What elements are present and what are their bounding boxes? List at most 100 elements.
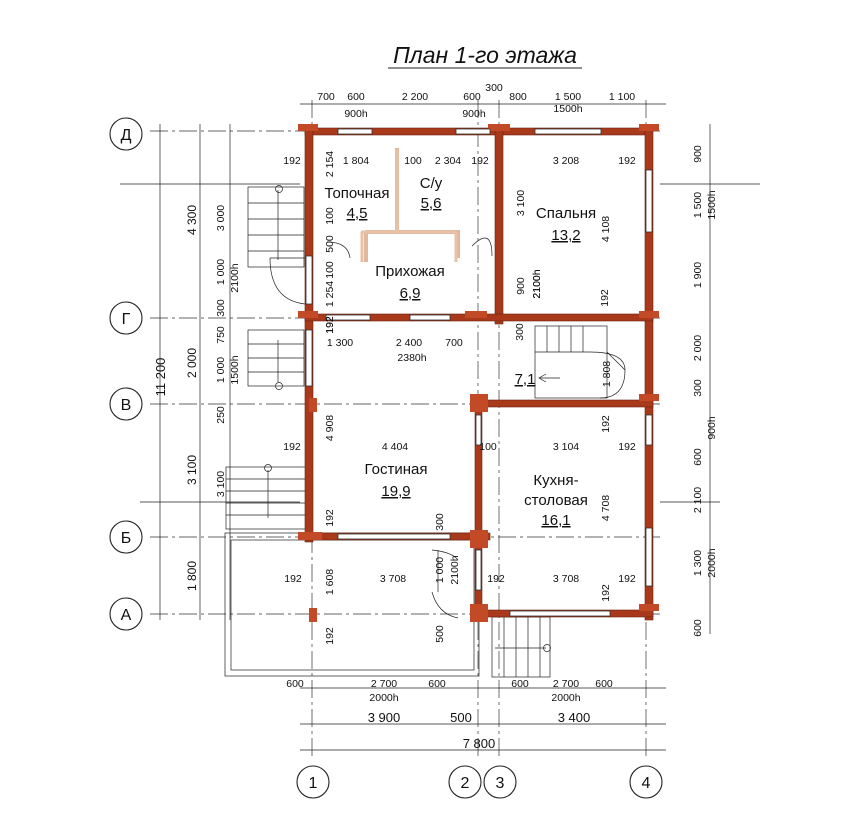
room-area-stairwell: 7,1 — [515, 371, 536, 388]
interior-dimension-label: 700 — [445, 337, 463, 349]
interior-dimension-label: 100 — [324, 261, 336, 279]
room-area-living: 19,9 — [381, 483, 410, 500]
room-area-kitchen: 16,1 — [541, 512, 570, 529]
svg-text:1 300: 1 300 — [692, 550, 704, 576]
top-dimensions: 700 600 2 200 600 300 800 1 500 1 100 90… — [317, 82, 635, 120]
svg-text:900h: 900h — [344, 108, 368, 120]
svg-text:2 000: 2 000 — [692, 335, 704, 361]
svg-text:600: 600 — [347, 91, 365, 103]
plan-title: План 1-го этажа — [393, 42, 577, 68]
room-name-bedroom: Спальня — [536, 205, 596, 222]
interior-dimension-label: 3 208 — [553, 155, 579, 167]
room-name-kitchen-2: столовая — [524, 492, 588, 509]
svg-text:1 900: 1 900 — [692, 262, 704, 288]
axis-row-v: В — [121, 397, 132, 414]
interior-dimension-label: 300 — [514, 323, 526, 341]
left-dimensions: 11 200 4 300 2 000 3 100 1 800 3 000 1 0… — [153, 205, 241, 591]
windows — [305, 128, 653, 617]
svg-text:1 500: 1 500 — [555, 91, 581, 103]
axis-row-b: Б — [121, 530, 132, 547]
interior-staircase — [534, 325, 626, 399]
svg-text:3 400: 3 400 — [558, 710, 591, 725]
svg-text:1 100: 1 100 — [609, 91, 635, 103]
svg-text:300: 300 — [215, 299, 227, 317]
room-labels: Топочная 4,5 С/у 5,6 Спальня 13,2 Прихож… — [324, 175, 596, 529]
interior-dimension-label: 192 — [324, 627, 336, 645]
interior-dimension-label: 192 — [284, 573, 302, 585]
interior-dimension-label: 192 — [324, 316, 336, 334]
svg-text:2 700: 2 700 — [371, 678, 397, 690]
bathroom-partitions — [360, 148, 460, 262]
svg-text:2 100: 2 100 — [692, 487, 704, 513]
room-name-kitchen-1: Кухня- — [533, 472, 578, 489]
bottom-dimensions: 600 2 700 600 600 2 700 600 2000h 2000h … — [286, 678, 613, 751]
porch-stairs — [225, 185, 551, 678]
interior-dimension-label: 2100h — [449, 555, 461, 584]
axis-col-1: 1 — [309, 775, 318, 792]
interior-dimension-label: 4 708 — [600, 495, 612, 521]
interior-dimension-label: 192 — [283, 441, 301, 453]
svg-text:1 000: 1 000 — [215, 259, 227, 285]
door-swings — [269, 237, 500, 619]
interior-dimension-label: 300 — [434, 513, 446, 531]
interior-dimension-label: 4 108 — [600, 216, 612, 242]
room-area-wc: 5,6 — [421, 195, 442, 212]
svg-text:700: 700 — [317, 91, 335, 103]
room-area-bedroom: 13,2 — [551, 227, 580, 244]
axis-col-3: 3 — [496, 775, 505, 792]
interior-dimension-label: 192 — [487, 573, 505, 585]
interior-dimension-label: 2100h — [531, 269, 543, 298]
axis-col-2: 2 — [461, 775, 470, 792]
svg-text:3 900: 3 900 — [368, 710, 401, 725]
svg-text:900: 900 — [692, 145, 704, 163]
room-area-boiler: 4,5 — [347, 205, 368, 222]
interior-dimension-label: 1 804 — [343, 155, 369, 167]
svg-text:2000h: 2000h — [369, 692, 398, 704]
svg-text:250: 250 — [215, 406, 227, 424]
interior-dimension-label: 192 — [471, 155, 489, 167]
svg-text:600: 600 — [428, 678, 446, 690]
svg-text:2 200: 2 200 — [402, 91, 428, 103]
svg-text:1 800: 1 800 — [185, 561, 199, 591]
interior-dimension-label: 1 000 — [434, 557, 446, 583]
svg-text:2 000: 2 000 — [185, 348, 199, 378]
svg-text:4 300: 4 300 — [185, 205, 199, 235]
interior-dimension-label: 192 — [618, 155, 636, 167]
interior-dimension-label: 2 304 — [435, 155, 461, 167]
svg-text:600: 600 — [692, 448, 704, 466]
svg-text:600: 600 — [286, 678, 304, 690]
svg-text:1500h: 1500h — [229, 355, 241, 384]
svg-text:300: 300 — [485, 82, 503, 94]
svg-text:3 000: 3 000 — [215, 205, 227, 231]
interior-dimension-label: 2100h — [531, 269, 543, 298]
axis-row-d: Д — [121, 127, 132, 144]
interior-dimension-label: 192 — [600, 415, 612, 433]
svg-text:600: 600 — [511, 678, 529, 690]
svg-text:900h: 900h — [706, 416, 718, 440]
interior-dimension-label: 192 — [618, 573, 636, 585]
interior-dimension-label: 1 254 — [324, 281, 336, 307]
grid-lines — [150, 100, 660, 760]
interior-dimension-label: 1 608 — [324, 569, 336, 595]
terrace-outline — [224, 532, 480, 677]
svg-text:1500h: 1500h — [706, 190, 718, 219]
svg-text:1 000: 1 000 — [215, 357, 227, 383]
interior-dimension-label: 192 — [324, 509, 336, 527]
dimension-lines — [120, 103, 760, 751]
svg-text:600: 600 — [595, 678, 613, 690]
svg-text:1 500: 1 500 — [692, 192, 704, 218]
axis-markers: Д Г В Б А 1 2 3 4 — [109, 117, 663, 799]
interior-dimension-label: 192 — [324, 316, 336, 334]
interior-dimension-label: 1 808 — [601, 361, 613, 387]
axis-row-a: А — [121, 607, 132, 624]
interior-dimension-label: 900 — [515, 277, 527, 295]
interior-dimension-label: 1 300 — [327, 337, 353, 349]
svg-text:750: 750 — [215, 326, 227, 344]
room-name-wc: С/у — [420, 175, 443, 192]
axis-col-4: 4 — [642, 775, 651, 792]
interior-dimension-label: 192 — [283, 155, 301, 167]
interior-dimension-label: 500 — [434, 625, 446, 643]
axis-row-g: Г — [122, 311, 131, 328]
svg-text:2000h: 2000h — [706, 548, 718, 577]
